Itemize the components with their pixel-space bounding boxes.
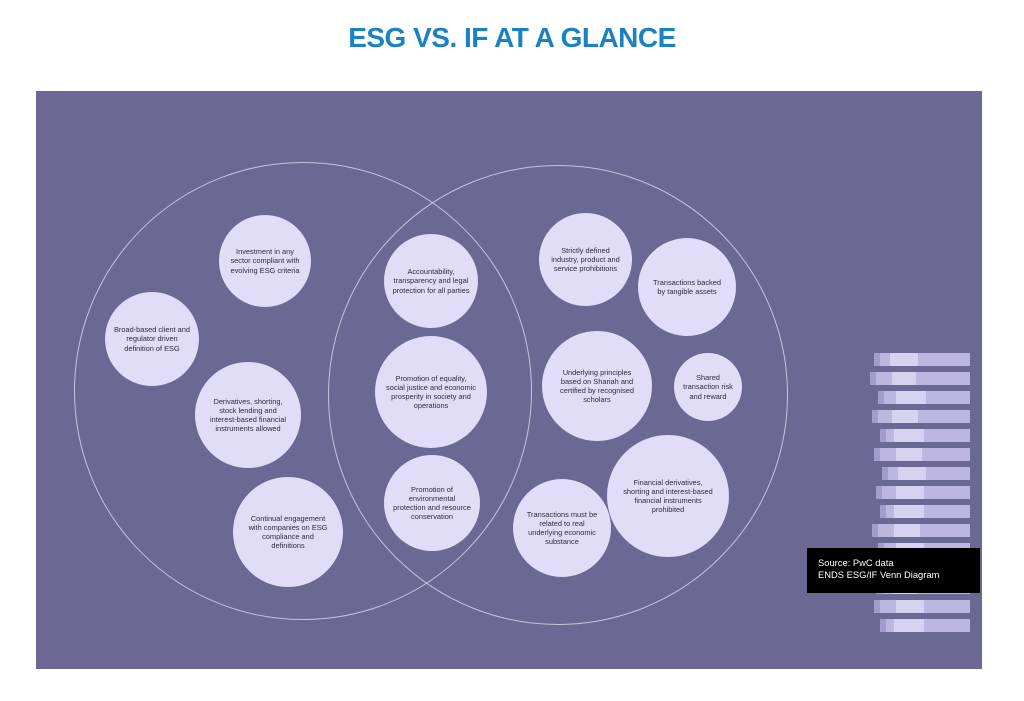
stacked-coins-graphic [864,353,982,643]
esg-item-sector-investment: Investment in any sector compliant with … [219,215,311,307]
if-item-prohibitions: Strictly defined industry, product and s… [539,213,632,306]
if-item-label: Financial derivatives, shorting and inte… [623,477,713,515]
shared-item-label: Promotion of equality, social justice an… [386,373,476,411]
if-item-shared-risk: Shared transaction risk and reward [674,353,742,421]
source-line-2: ENDS ESG/IF Venn Diagram [818,569,940,580]
if-item-label: Transactions backed by tangible assets [653,277,721,296]
shared-item-accountability: Accountability, transparency and legal p… [384,234,478,328]
esg-item-label: Investment in any sector compliant with … [230,247,300,275]
source-line-1: Source: PwC data [818,557,894,568]
if-item-label: Transactions must be related to real und… [526,509,598,547]
esg-item-label: Broad-based client and regulator driven … [113,325,190,353]
esg-item-client-definition: Broad-based client and regulator driven … [105,292,199,386]
if-item-label: Shared transaction risk and reward [683,373,733,401]
page-title: ESG VS. IF AT A GLANCE [348,22,676,53]
esg-item-continual-engagement: Continual engagement with companies on E… [233,477,343,587]
esg-item-derivatives-allowed: Derivatives, shorting, stock lending and… [195,362,301,468]
if-item-derivatives-prohibited: Financial derivatives, shorting and inte… [607,435,729,557]
if-item-economic-substance: Transactions must be related to real und… [513,479,611,577]
shared-item-equality: Promotion of equality, social justice an… [375,336,487,448]
if-item-label: Strictly defined industry, product and s… [551,245,620,274]
if-item-tangible-assets: Transactions backed by tangible assets [638,238,736,336]
shared-item-environmental: Promotion of environmental protection an… [384,455,480,551]
source-caption: Source: PwC data ENDS ESG/IF Venn Diagra… [807,548,980,593]
shared-item-label: Accountability, transparency and legal p… [392,267,470,295]
esg-item-label: Continual engagement with companies on E… [248,513,328,551]
shared-item-label: Promotion of environmental protection an… [393,484,471,522]
if-item-shariah-principles: Underlying principles based on Shariah a… [542,331,652,441]
if-circle [328,165,788,625]
esg-item-label: Derivatives, shorting, stock lending and… [209,396,286,434]
if-item-label: Underlying principles based on Shariah a… [560,367,634,405]
venn-diagram-panel: Investment in any sector compliant with … [36,91,982,669]
